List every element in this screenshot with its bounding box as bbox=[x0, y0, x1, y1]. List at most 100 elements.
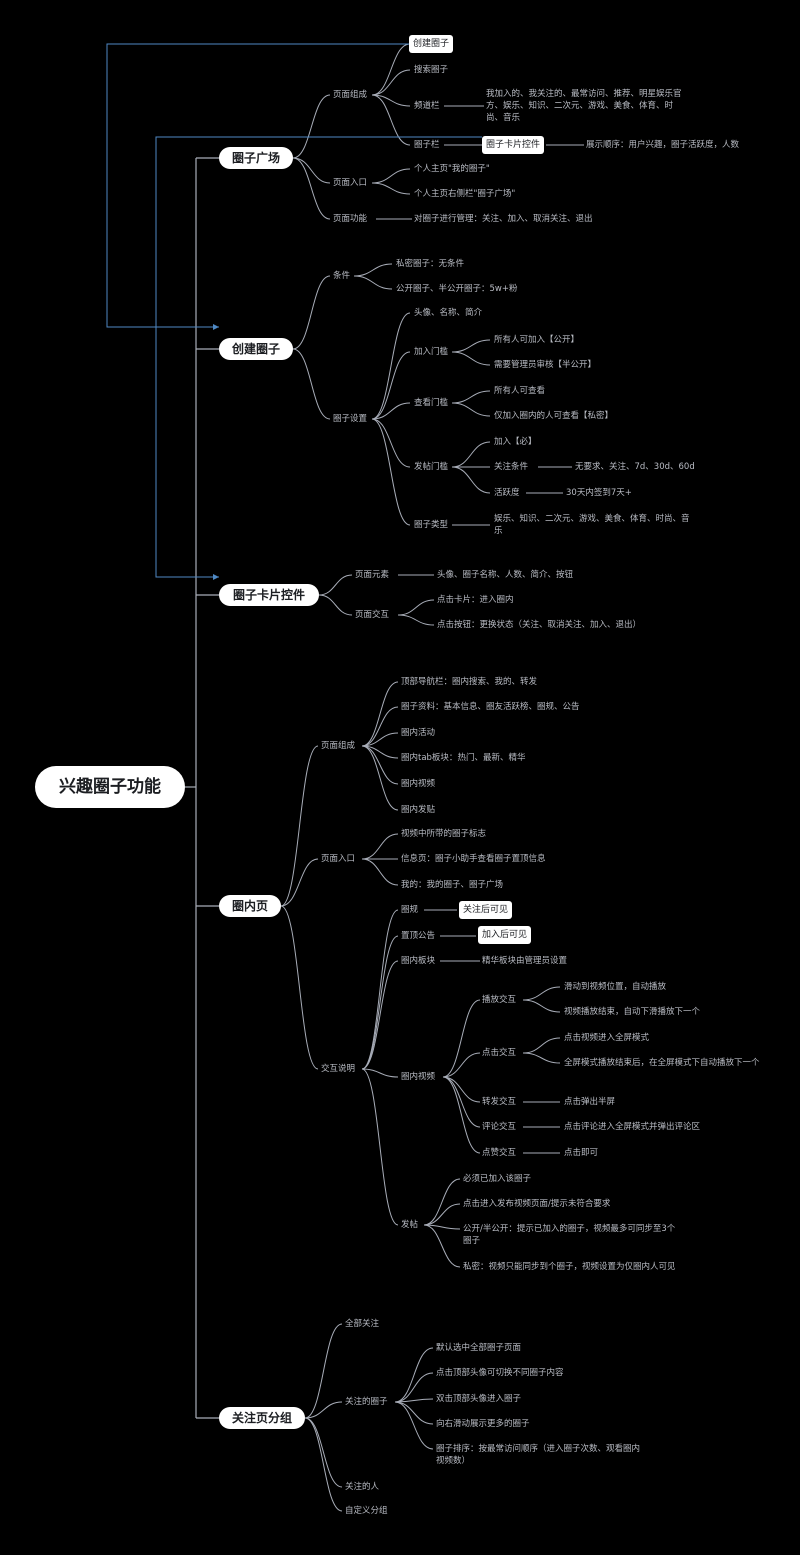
inner-c2: 圈子资料：基本信息、圈友活跃榜、圈规、公告 bbox=[401, 702, 580, 712]
inner-like: 点赞交互 bbox=[482, 1148, 517, 1158]
square-fan bbox=[292, 157, 331, 184]
inner-fan bbox=[280, 858, 319, 907]
follow-fan bbox=[304, 1401, 343, 1419]
inner-rules-tag[interactable]: 关注后可见 bbox=[459, 901, 513, 919]
interaction-fan bbox=[397, 599, 435, 616]
create-fan bbox=[292, 275, 331, 350]
composition-fan bbox=[361, 706, 399, 747]
follow-circles: 关注的圈子 bbox=[345, 1397, 388, 1407]
inner-share: 转发交互 bbox=[482, 1097, 517, 1107]
create-post-1: 加入【必】 bbox=[494, 437, 537, 447]
inner-play-2: 视频播放结束，自动下滑播放下一个 bbox=[564, 1007, 701, 1017]
square-search-circle: 搜索圈子 bbox=[414, 65, 449, 75]
composition-fan bbox=[361, 745, 399, 811]
inner-notice-tag[interactable]: 加入后可见 bbox=[478, 926, 532, 944]
card-fan bbox=[318, 574, 353, 596]
interaction-fan bbox=[361, 1068, 399, 1226]
post-fan bbox=[451, 466, 491, 494]
composition-fan bbox=[361, 681, 399, 747]
card-click-button: 点击按钮：更换状态（关注、取消关注、加入、退出） bbox=[437, 620, 642, 630]
square-fan bbox=[292, 157, 331, 220]
inner-c3: 圈内活动 bbox=[401, 728, 436, 738]
topic-follow[interactable]: 关注页分组 bbox=[219, 1407, 305, 1429]
link-create-circle bbox=[106, 43, 409, 328]
create-join-1: 所有人可加入【公开】 bbox=[494, 335, 580, 345]
square-composition-fan bbox=[371, 69, 411, 96]
square-circle-bar: 圈子栏 bbox=[414, 140, 440, 150]
square-channel-bar: 频道栏 bbox=[414, 101, 440, 111]
square-composition-fan bbox=[371, 43, 411, 96]
condition-fan bbox=[353, 275, 393, 290]
follow-custom: 自定义分组 bbox=[345, 1506, 388, 1516]
topic-inner[interactable]: 圈内页 bbox=[219, 895, 281, 917]
create-avatar: 头像、名称、简介 bbox=[414, 308, 483, 318]
post-fan bbox=[423, 1224, 461, 1230]
inner-click-1: 点击视频进入全屏模式 bbox=[564, 1033, 650, 1043]
video-fan bbox=[442, 1076, 481, 1103]
topic-create[interactable]: 创建圈子 bbox=[219, 338, 293, 360]
inner-share-desc: 点击弹出半屏 bbox=[564, 1097, 616, 1107]
create-post-3-desc: 30天内签到7天+ bbox=[566, 488, 632, 498]
condition-fan bbox=[353, 263, 393, 277]
inner-video: 圈内视频 bbox=[401, 1072, 436, 1082]
inner-like-desc: 点击即可 bbox=[564, 1148, 599, 1158]
create-type-desc: 娱乐、知识、二次元、游戏、美食、体育、时尚、音乐 bbox=[494, 514, 690, 536]
inner-click: 点击交互 bbox=[482, 1048, 517, 1058]
root-node[interactable]: 兴趣圈子功能 bbox=[35, 766, 185, 808]
video-fan bbox=[442, 999, 481, 1078]
square-entry-1: 个人主页"我的圈子" bbox=[414, 164, 490, 174]
square-card-control[interactable]: 圈子卡片控件 bbox=[482, 136, 545, 154]
inner-e3: 我的：我的圈子、圈子广场 bbox=[401, 880, 504, 890]
card-elements: 页面元素 bbox=[355, 570, 390, 580]
create-view-gate: 查看门槛 bbox=[414, 398, 449, 408]
interaction-fan bbox=[361, 1068, 399, 1078]
square-entry-2: 个人主页右侧栏"圈子广场" bbox=[414, 189, 516, 199]
play-fan bbox=[522, 999, 561, 1013]
inner-click-2: 全屏模式播放结束后，在全屏模式下自动播放下一个 bbox=[564, 1058, 760, 1068]
follow-f5: 圈子排序：按最常访问顺序（进入圈子次数、观看圈内视频数） bbox=[436, 1444, 641, 1466]
inner-p3: 公开/半公开：提示已加入的圈子，视频最多可同步至3个圈子 bbox=[463, 1224, 676, 1246]
click-fan bbox=[522, 1052, 561, 1064]
video-fan bbox=[442, 1052, 481, 1078]
inner-rules: 圈规 bbox=[401, 905, 419, 915]
create-post-2-desc: 无要求、关注、7d、30d、60d bbox=[575, 462, 695, 472]
create-post-gate: 发帖门槛 bbox=[414, 462, 449, 472]
create-private: 私密圈子：无条件 bbox=[396, 259, 465, 269]
square-composition: 页面组成 bbox=[333, 90, 368, 100]
composition-fan bbox=[361, 732, 399, 747]
follow-f4: 向右滑动展示更多的圈子 bbox=[436, 1419, 530, 1429]
inner-p1: 必须已加入该圈子 bbox=[463, 1174, 532, 1184]
interaction-fan bbox=[361, 960, 399, 1070]
create-join-gate: 加入门槛 bbox=[414, 347, 449, 357]
settings-fan bbox=[371, 312, 411, 420]
post-fan bbox=[423, 1203, 461, 1226]
topic-square[interactable]: 圈子广场 bbox=[219, 147, 293, 169]
square-display-order: 展示顺序：用户兴趣，圈子活跃度，人数 bbox=[586, 140, 740, 150]
join-fan bbox=[451, 339, 491, 353]
square-composition-fan bbox=[371, 94, 411, 107]
inner-c6: 圈内发贴 bbox=[401, 805, 436, 815]
post-fan bbox=[423, 1178, 461, 1226]
inner-e1: 视频中所带的圈子标志 bbox=[401, 829, 487, 839]
inner-section: 圈内板块 bbox=[401, 956, 436, 966]
square-function-desc: 对圈子进行管理：关注、加入、取消关注、退出 bbox=[414, 214, 593, 224]
create-post-2: 关注条件 bbox=[494, 462, 529, 472]
inner-p2: 点击进入发布视频页面/提示未符合要求 bbox=[463, 1199, 611, 1209]
link-create-arrow bbox=[213, 324, 219, 330]
square-channel-desc: 我加入的、我关注的、最常访问、推荐、明星娱乐官方、娱乐、知识、二次元、游戏、美食… bbox=[486, 89, 682, 123]
interaction-fan bbox=[397, 614, 435, 626]
topic-card[interactable]: 圈子卡片控件 bbox=[219, 584, 319, 606]
square-create-circle[interactable]: 创建圈子 bbox=[409, 35, 454, 53]
inner-c1: 顶部导航栏：圈内搜索、我的、转发 bbox=[401, 677, 538, 687]
view-fan bbox=[451, 402, 491, 417]
interaction-fan bbox=[361, 935, 399, 1070]
create-fan bbox=[292, 348, 331, 420]
inner-p4: 私密：视频只能同步到个圈子，视频设置为仅圈内人可见 bbox=[463, 1262, 676, 1272]
inner-play-1: 滑动到视频位置，自动播放 bbox=[564, 982, 667, 992]
interaction-fan bbox=[361, 909, 399, 1070]
post-fan bbox=[423, 1224, 461, 1268]
square-composition-fan bbox=[371, 94, 411, 146]
settings-fan bbox=[371, 351, 411, 420]
link-card-arrow bbox=[213, 574, 219, 580]
